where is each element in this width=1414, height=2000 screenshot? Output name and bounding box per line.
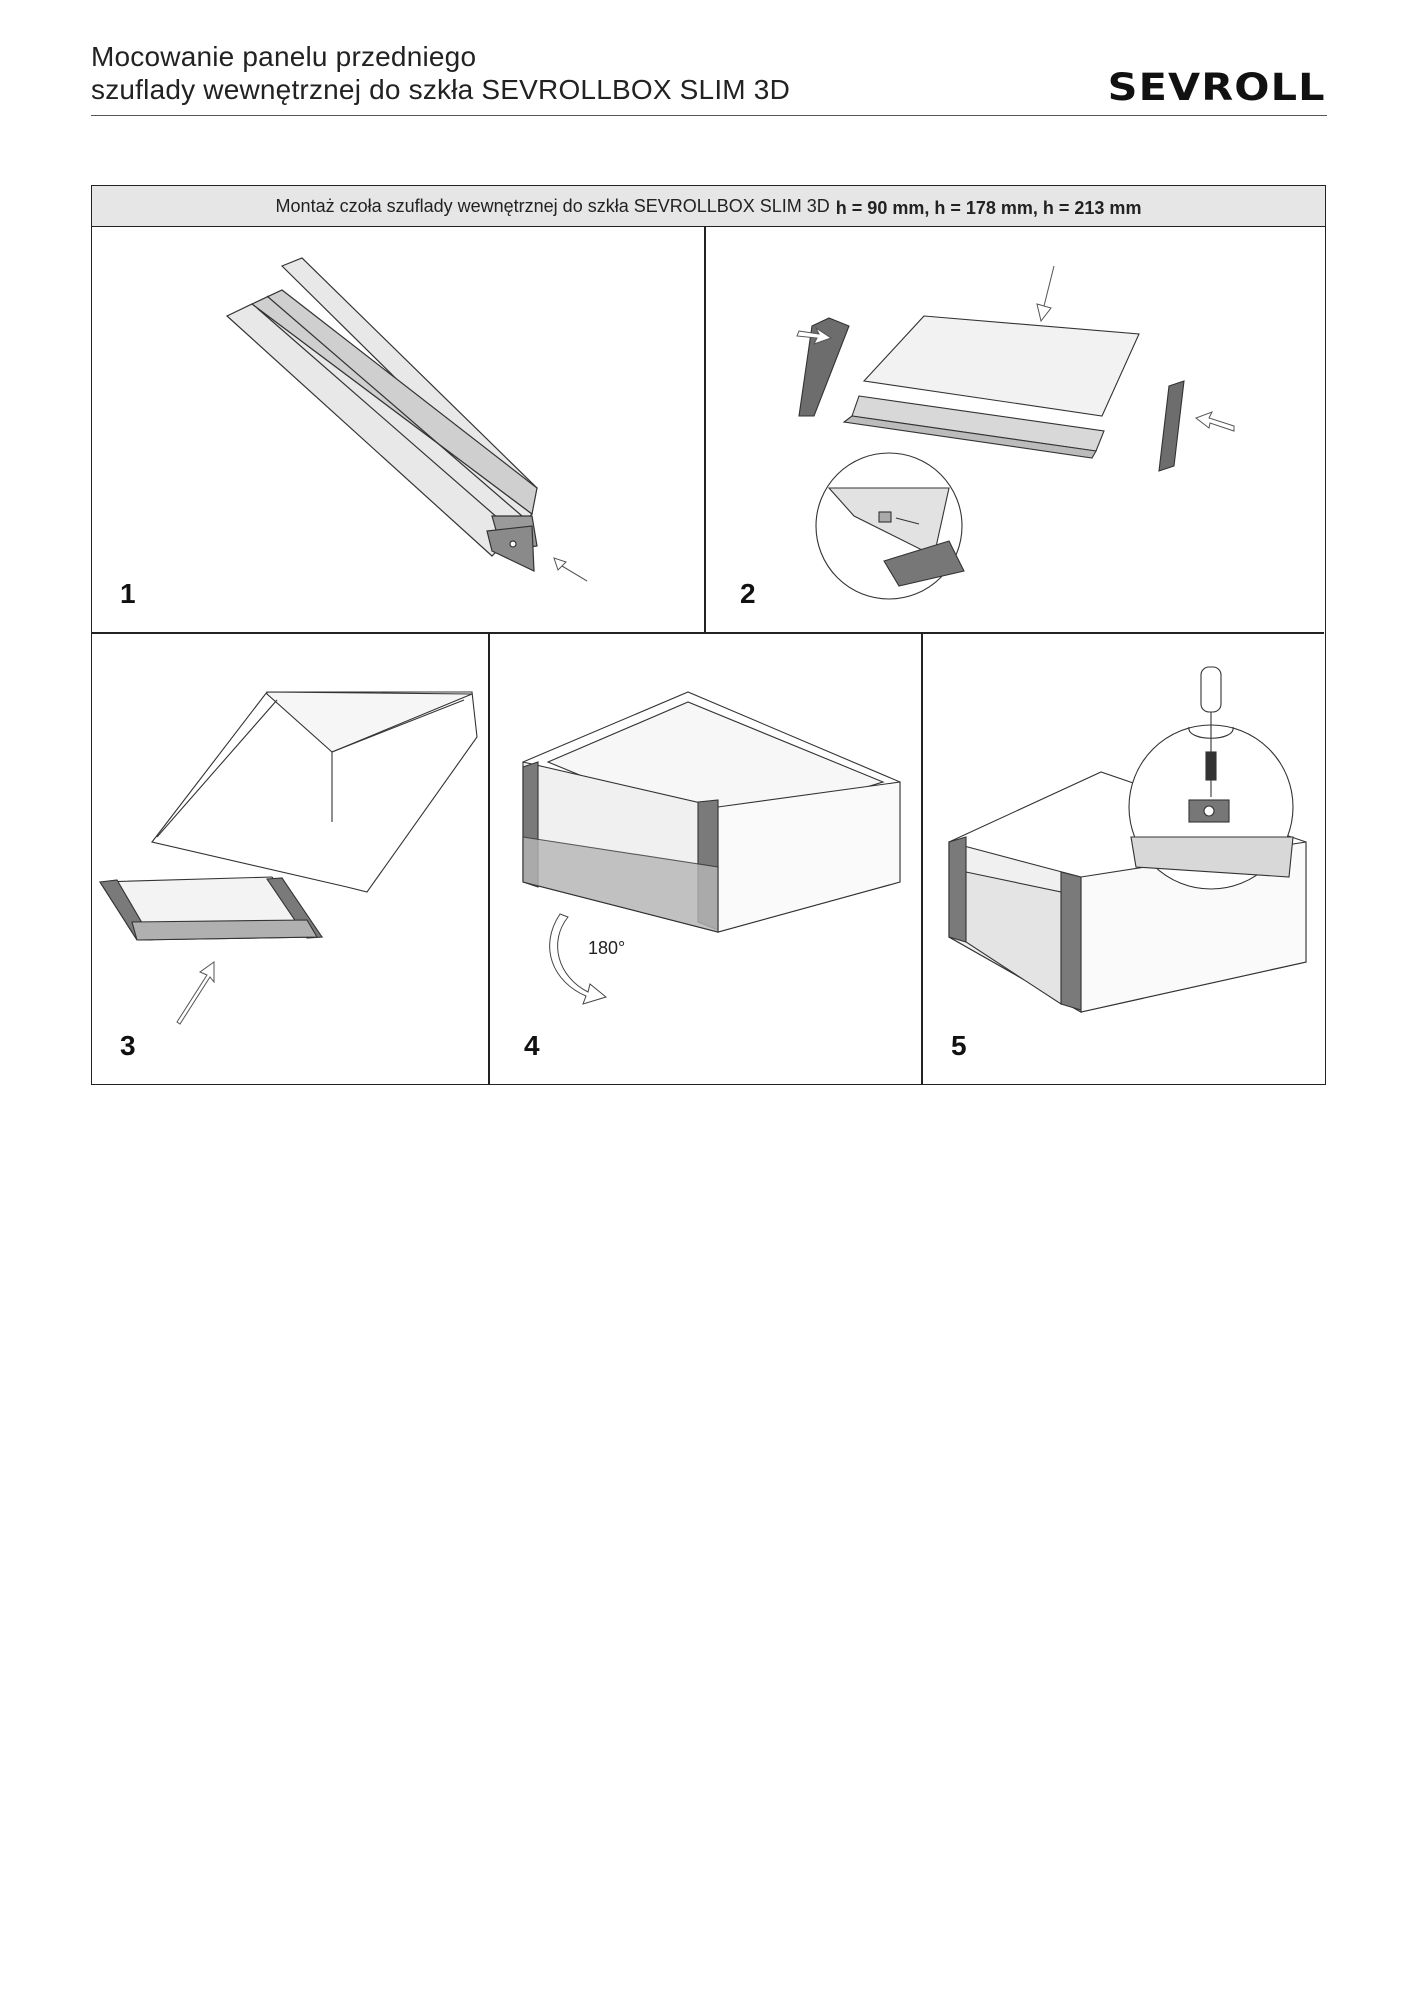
title-line-2: szuflady wewnętrznej do szkła SEVROLLBOX…: [91, 74, 791, 105]
title-line-1: Mocowanie panelu przedniego: [91, 41, 477, 72]
step-3-panel: 3: [92, 632, 488, 1084]
drawer-front-insert-illustration: [99, 691, 478, 1025]
step-2-panel: 2: [704, 226, 1324, 632]
glass-profile-illustration: [225, 257, 588, 582]
table-heading: Montaż czoła szuflady wewnętrznej do szk…: [92, 186, 1325, 227]
table-heading-text: Montaż czoła szuflady wewnętrznej do szk…: [275, 195, 830, 216]
sevroll-logo: SEVROLL: [1107, 66, 1326, 109]
step-4-panel: 180° 4: [488, 632, 921, 1084]
step-number: 4: [524, 1030, 540, 1061]
screw-fix-illustration: [948, 666, 1307, 1013]
grid-divider: [921, 632, 923, 1084]
header-divider: [91, 115, 1327, 116]
drawer-rotate-illustration: 180°: [522, 691, 901, 1005]
front-assembly-illustration: [796, 265, 1235, 600]
grid-divider: [92, 632, 1324, 634]
instruction-table: Montaż czoła szuflady wewnętrznej do szk…: [91, 185, 1326, 1085]
table-heading-dimensions: h = 90 mm, h = 178 mm, h = 213 mm: [835, 197, 1142, 218]
step-5-panel: 5: [921, 632, 1324, 1084]
step-number: 5: [951, 1030, 967, 1061]
rotation-label: 180°: [588, 938, 625, 958]
step-number: 2: [740, 578, 756, 609]
step-number: 3: [120, 1030, 136, 1061]
document-title: Mocowanie panelu przedniego szuflady wew…: [91, 40, 790, 106]
step-number: 1: [120, 578, 136, 609]
grid-divider: [488, 632, 490, 1084]
grid-divider: [704, 226, 706, 632]
step-1-panel: 1: [92, 226, 704, 632]
